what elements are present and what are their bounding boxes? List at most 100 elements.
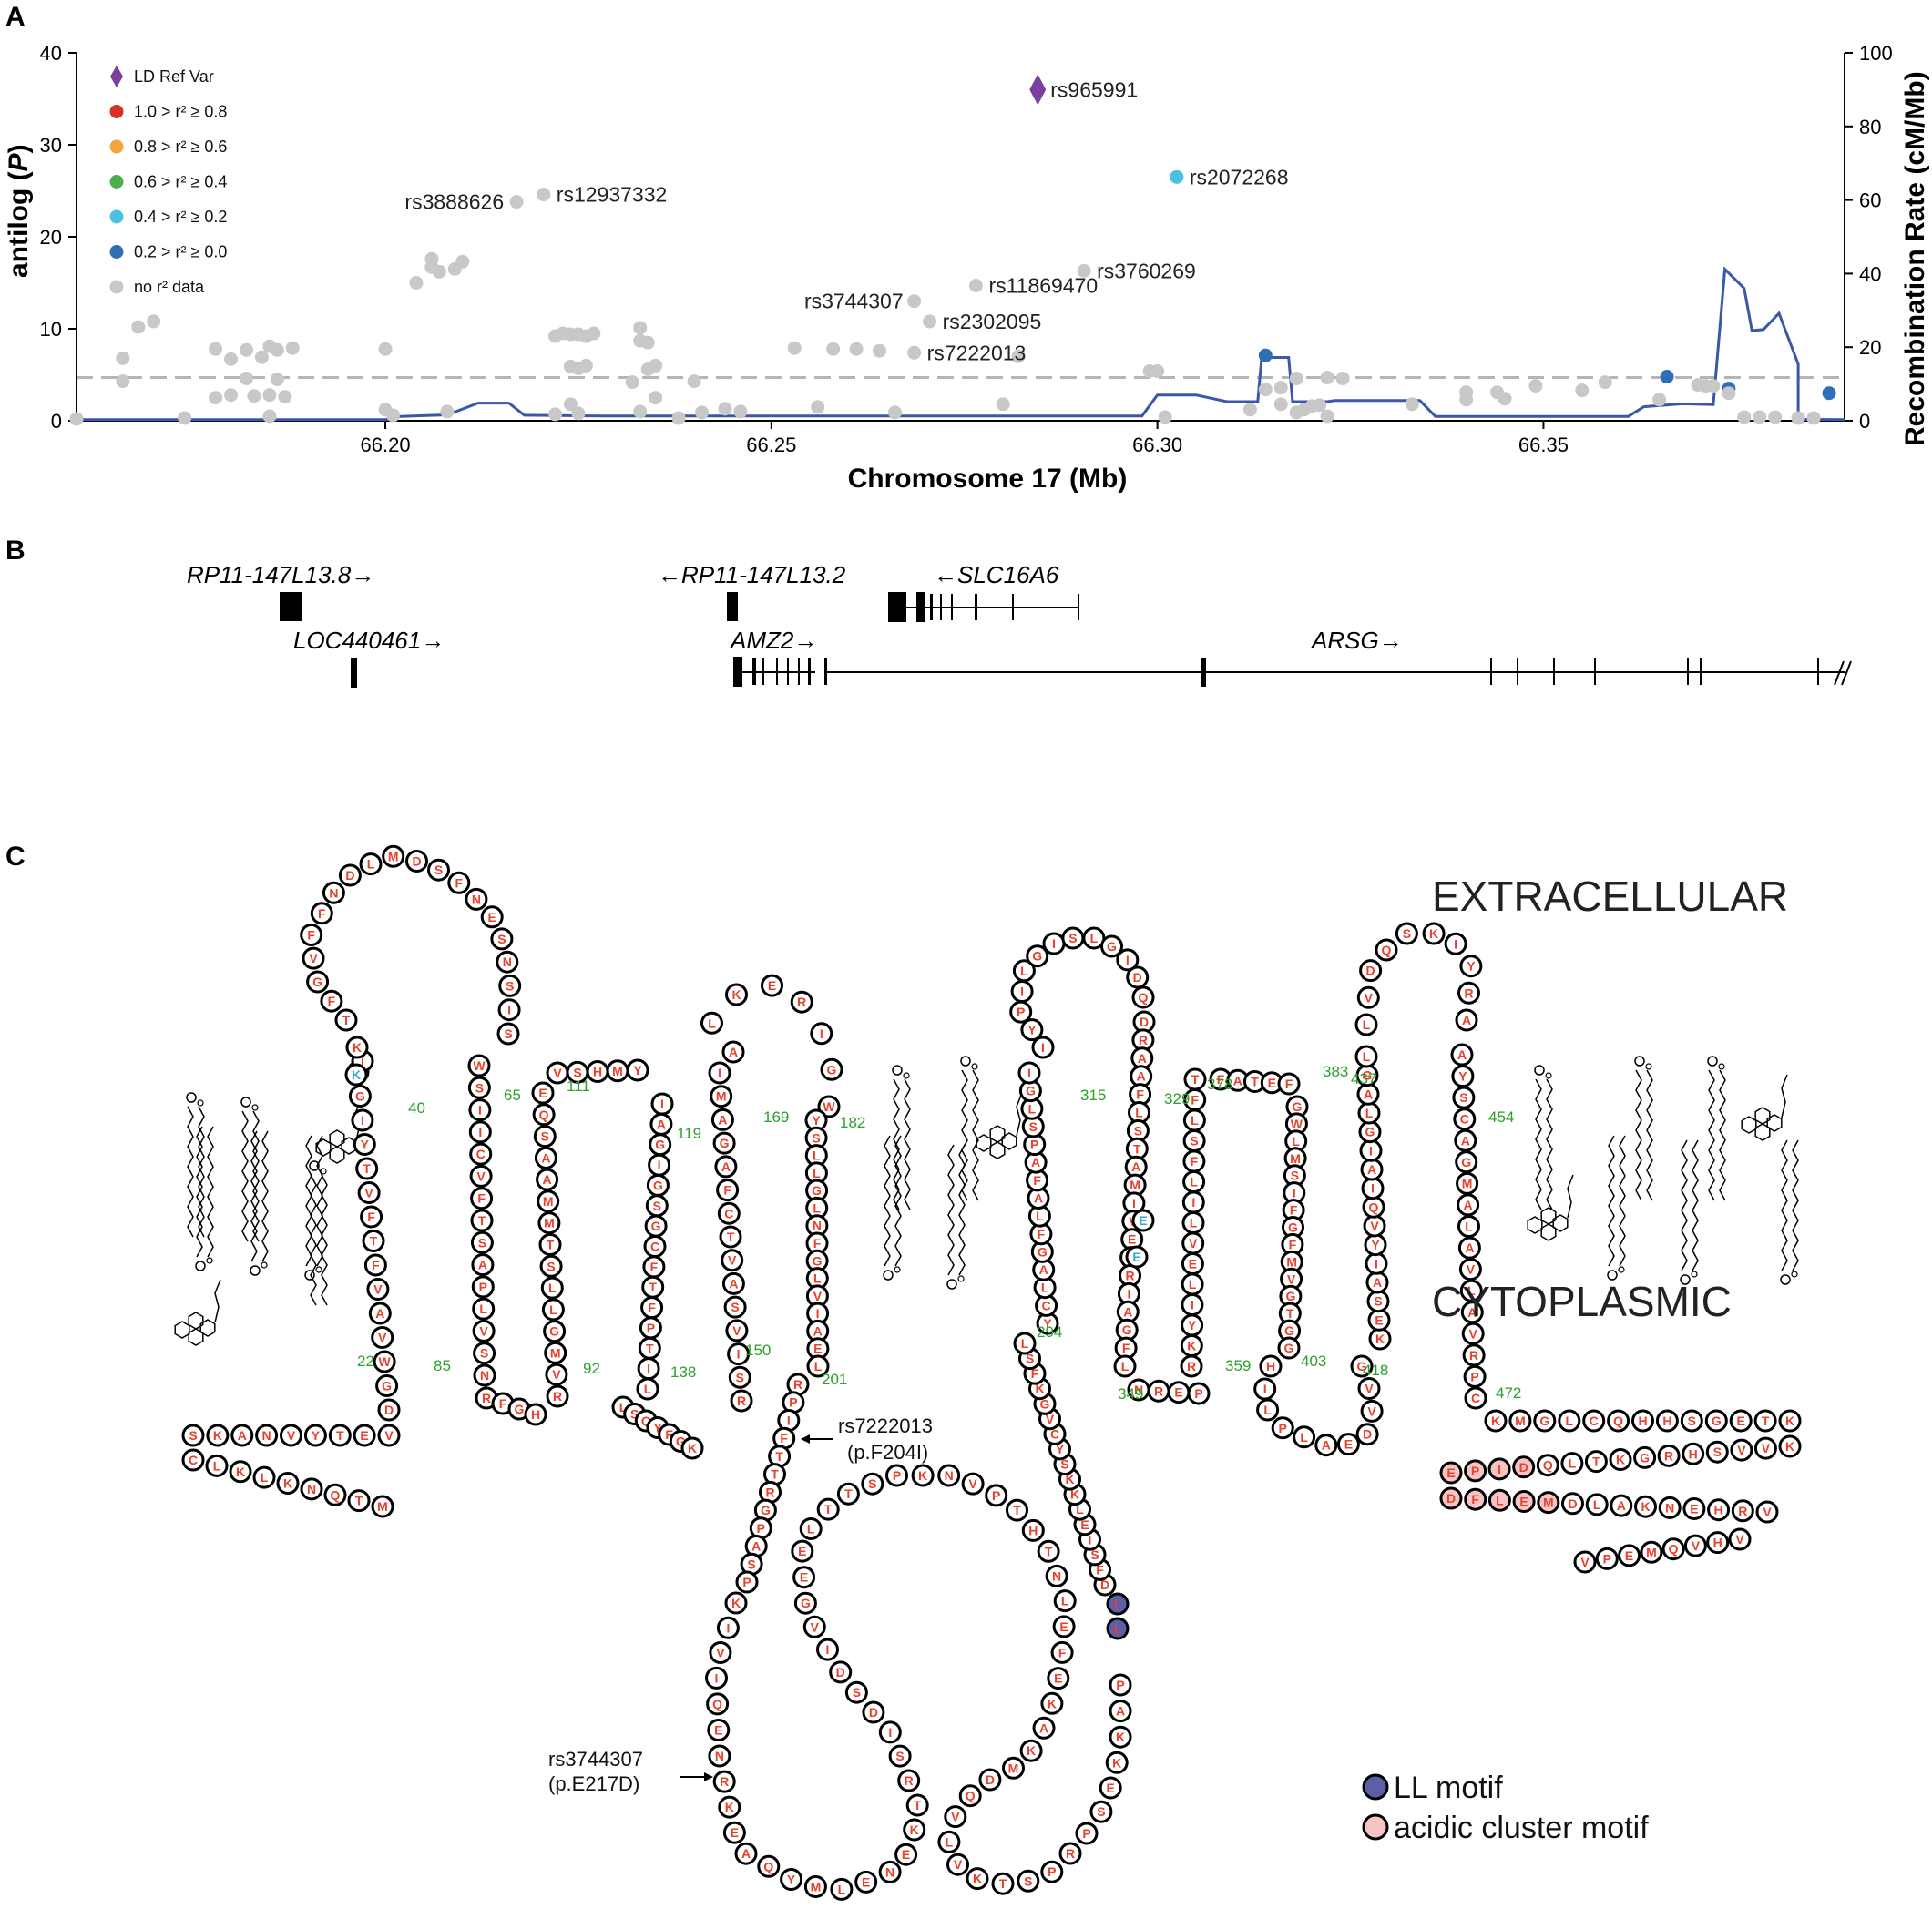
residue: K [229, 1460, 252, 1484]
svg-text:F: F [1031, 1366, 1039, 1381]
residue: G [1018, 1079, 1042, 1103]
snp-point [1150, 363, 1165, 378]
svg-text:A: A [1131, 1159, 1140, 1174]
residue: Q [706, 1692, 730, 1716]
residue: N [255, 1424, 279, 1447]
svg-text:D: D [869, 1705, 878, 1720]
svg-text:D: D [1363, 1427, 1372, 1442]
lipid-molecule [240, 1097, 260, 1242]
svg-text:F: F [367, 1210, 375, 1224]
svg-text:I: I [647, 1362, 650, 1376]
residue: D [978, 1768, 1002, 1792]
svg-text:T: T [1251, 1075, 1259, 1089]
snp-point [548, 407, 563, 422]
y-tick-label-left: 30 [40, 134, 62, 157]
snp-point [1722, 386, 1736, 401]
svg-text:A: A [718, 1112, 727, 1127]
snp-label: rs2072268 [1190, 165, 1289, 189]
residue: S [728, 1365, 751, 1389]
residue: L [1585, 1493, 1609, 1516]
svg-text:E: E [813, 1342, 822, 1356]
snp-point [224, 352, 239, 366]
svg-text:S: S [747, 1557, 755, 1571]
svg-text:S: S [1459, 1090, 1467, 1105]
residue: L [1293, 1425, 1316, 1449]
svg-text:V: V [1370, 1219, 1379, 1233]
svg-text:P: P [1279, 1421, 1287, 1435]
svg-text:A: A [1039, 1262, 1048, 1277]
residue: S [844, 1680, 868, 1704]
y-axis-label-left: antilog (P) [4, 144, 34, 278]
gene-label-rp11-147l13-2: ←RP11-147L13.2 [658, 561, 846, 588]
svg-text:L: L [1292, 1134, 1300, 1148]
lipid-molecule [1607, 1135, 1626, 1281]
residue: F [772, 1426, 796, 1450]
residue: Q [1661, 1537, 1685, 1561]
lipid-molecule [1780, 1139, 1799, 1285]
svg-text:V: V [1580, 1555, 1590, 1569]
residue: Y [353, 1133, 376, 1156]
residue: S [1366, 1290, 1390, 1313]
legend-label: 0.4 > r² ≥ 0.2 [134, 208, 227, 226]
residue: G [1350, 1354, 1374, 1378]
svg-text:A: A [1034, 1191, 1043, 1206]
residue: I [708, 1061, 731, 1085]
svg-text:F: F [1191, 1154, 1199, 1169]
x-tick-label: 66.30 [1132, 434, 1182, 456]
snp-point [116, 351, 130, 365]
svg-text:L: L [838, 1882, 846, 1896]
svg-text:A: A [1123, 1304, 1132, 1319]
residue: N [473, 1363, 496, 1387]
svg-text:Q: Q [539, 1108, 549, 1122]
residue: K [1609, 1448, 1632, 1471]
svg-text:G: G [1640, 1450, 1650, 1465]
svg-text:V: V [1737, 1443, 1746, 1457]
residue: V [1360, 1399, 1384, 1423]
svg-text:D: D [1568, 1496, 1577, 1511]
svg-text:L: L [1569, 1456, 1577, 1471]
svg-text:A: A [1467, 1305, 1477, 1320]
residue: P [1463, 1364, 1487, 1388]
residue: E [1729, 1409, 1753, 1433]
residue: V [1753, 1436, 1777, 1460]
svg-text:H: H [1713, 1536, 1722, 1550]
svg-text:T: T [1592, 1455, 1600, 1469]
svg-text:Y: Y [1056, 1442, 1065, 1456]
svg-text:N: N [472, 892, 481, 906]
svg-text:C: C [724, 1206, 733, 1220]
svg-text:G: G [676, 1434, 686, 1449]
svg-text:L: L [1191, 1113, 1199, 1128]
residue: C [1582, 1409, 1606, 1433]
residue: M [1537, 1491, 1560, 1515]
y-tick-label-right: 0 [1859, 410, 1870, 433]
residue: G [1026, 944, 1049, 968]
residue: E [1131, 1209, 1155, 1232]
svg-text:A: A [1367, 1162, 1376, 1177]
svg-text:F: F [1058, 1645, 1067, 1659]
svg-text:S: S [506, 978, 514, 993]
svg-text:I: I [361, 1113, 364, 1128]
svg-text:V: V [813, 1289, 823, 1303]
residue: L [1106, 1592, 1130, 1616]
svg-text:L: L [367, 857, 375, 872]
residue: F [640, 1296, 664, 1320]
svg-text:W: W [378, 1354, 391, 1369]
residue-position: 378 [1207, 1076, 1232, 1093]
svg-text:E: E [488, 910, 496, 924]
protein-topology-diagram: SKANVYTEVCLKLKNQTMDGWVAVFTFVTYIGKIKTFGVF… [174, 844, 1802, 1901]
residue: I [468, 1098, 492, 1122]
svg-text:L: L [814, 1359, 823, 1373]
svg-text:I: I [820, 1026, 823, 1041]
svg-text:V: V [811, 1619, 820, 1634]
svg-text:H: H [1714, 1503, 1723, 1517]
residue: L [1357, 1101, 1381, 1125]
residue: K [1634, 1495, 1657, 1518]
variant-arrowhead-rs3744307 [704, 1772, 713, 1781]
residue: I [648, 1153, 671, 1177]
residue: L [1558, 1409, 1581, 1433]
residue: K [911, 1464, 935, 1487]
residue: R [897, 1769, 921, 1792]
residue: K [1180, 1334, 1203, 1357]
svg-text:W: W [473, 1058, 486, 1073]
svg-text:G: G [382, 1379, 392, 1393]
